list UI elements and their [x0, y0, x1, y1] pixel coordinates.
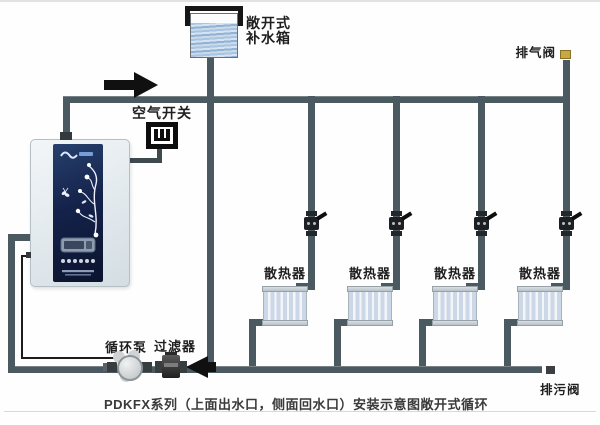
- drain-valve-icon: [546, 366, 555, 374]
- bottom-edge-line: [4, 411, 596, 412]
- tank-water: [191, 23, 237, 57]
- boiler-return-inlet-stub-pipe: [8, 234, 32, 241]
- pump-inlet-fitting: [107, 362, 117, 372]
- circulation-pump-icon: [117, 355, 143, 381]
- air-switch-label: 空气开关: [132, 105, 192, 121]
- radiator3-label: 散热器: [433, 266, 476, 281]
- air-switch-icon: [146, 122, 178, 149]
- radiator1-return-riser-pipe: [249, 319, 256, 373]
- radiator3-return-stub-pipe: [419, 319, 440, 326]
- boiler-wire: [21, 255, 23, 359]
- radiator4: [517, 286, 563, 326]
- exhaust-valve-icon: [560, 50, 571, 59]
- radiator4-valve-icon: [559, 211, 583, 237]
- drain-valve-label: 排污阀: [540, 383, 581, 397]
- flow-arrow-right-icon: [104, 80, 134, 90]
- radiator4-return-stub-pipe: [504, 319, 525, 326]
- filter-nut-right: [180, 361, 187, 373]
- tank-label-line2: 补水箱: [246, 30, 291, 46]
- filter-nut-left: [155, 361, 162, 373]
- pump-outlet-fitting: [141, 362, 152, 372]
- radiator2-supply-drop-pipe: [393, 96, 400, 290]
- boiler-wire: [21, 357, 116, 359]
- boiler-top-outlet-fitting: [60, 132, 72, 140]
- flow-arrow-left-icon: [208, 362, 216, 372]
- tank-rim: [185, 6, 243, 26]
- air-switch-conduit: [130, 158, 162, 163]
- radiator1-supply-drop-pipe: [308, 96, 315, 290]
- radiator2-valve-icon: [389, 211, 413, 237]
- boiler-panel-art: [60, 151, 99, 276]
- radiator4-return-riser-pipe: [504, 319, 511, 373]
- radiator1: [262, 286, 308, 326]
- radiator2: [347, 286, 393, 326]
- exhaust-valve-label: 排气阀: [515, 46, 556, 60]
- top-supply-main-pipe: [63, 96, 570, 103]
- radiator1-valve-icon: [304, 211, 328, 237]
- filter-icon: [165, 352, 177, 357]
- flow-arrow-left-icon: [186, 356, 208, 378]
- radiator3-supply-drop-pipe: [478, 96, 485, 290]
- boiler-return-riser-pipe: [8, 234, 15, 373]
- expansion-tank: [190, 13, 238, 58]
- tank-riser-pipe: [207, 55, 214, 373]
- radiator3-valve-icon: [474, 211, 498, 237]
- filter-icon: [164, 363, 178, 367]
- radiator1-label: 散热器: [263, 266, 306, 281]
- electric-boiler: [30, 139, 130, 287]
- radiator4-supply-and-vent-riser-pipe: [563, 60, 570, 290]
- boiler-front-panel: [53, 144, 103, 282]
- bottom-return-main-pipe: [8, 366, 542, 373]
- radiator1-return-stub-pipe: [249, 319, 270, 326]
- radiator3: [432, 286, 478, 326]
- boiler-supply-riser-pipe: [63, 96, 70, 143]
- flow-arrow-right-icon: [134, 72, 158, 98]
- radiator2-return-stub-pipe: [334, 319, 355, 326]
- radiator4-label: 散热器: [518, 266, 561, 281]
- filter-label: 过滤器: [153, 339, 196, 354]
- top-edge-line: [0, 0, 600, 2]
- air-switch-conduit: [157, 148, 162, 163]
- radiator2-return-riser-pipe: [334, 319, 341, 373]
- tank-label-line1: 敞开式: [246, 15, 291, 31]
- radiator3-return-riser-pipe: [419, 319, 426, 373]
- boiler-side-fitting: [26, 252, 31, 258]
- diagram-caption: PDKFX系列（上面出水口，侧面回水口）安装示意图敞开式循环: [103, 397, 489, 412]
- pump-label: 循环泵: [104, 340, 147, 355]
- pump-union-fitting: [103, 363, 108, 371]
- radiator2-label: 散热器: [348, 266, 391, 281]
